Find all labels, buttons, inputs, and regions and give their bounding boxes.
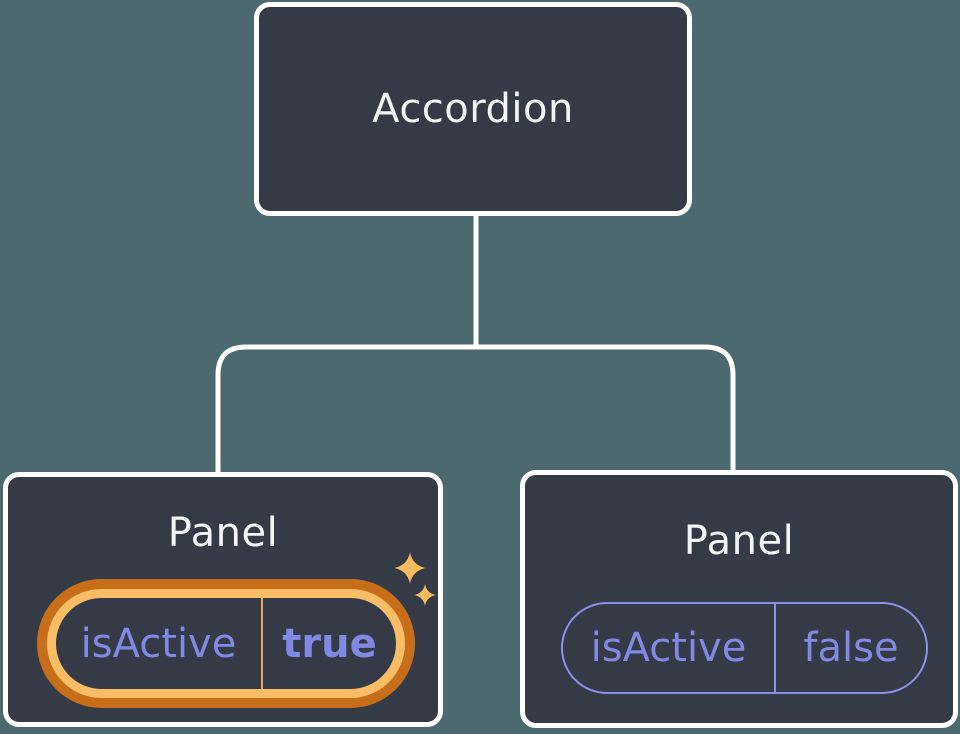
prop-pill-active: isActive true [56, 598, 396, 689]
connector-branch [215, 344, 736, 476]
prop-value: false [803, 625, 899, 671]
panel-node-label: Panel [683, 518, 795, 564]
accordion-node: Accordion [254, 2, 692, 216]
highlight-ring-gold-band: isActive true [47, 589, 405, 698]
prop-value: true [282, 620, 377, 667]
prop-name: isActive [56, 598, 263, 689]
prop-pill-inactive: isActive false [561, 602, 928, 694]
panel-node-label: Panel [167, 510, 279, 556]
highlight-ring: isActive true [37, 579, 415, 708]
prop-name: isActive [563, 604, 776, 692]
panel-node-active: Panel isActive true [3, 472, 443, 727]
panel-node-inactive: Panel isActive false [520, 470, 958, 728]
accordion-node-label: Accordion [372, 86, 574, 132]
sparkles-icon [394, 552, 436, 606]
